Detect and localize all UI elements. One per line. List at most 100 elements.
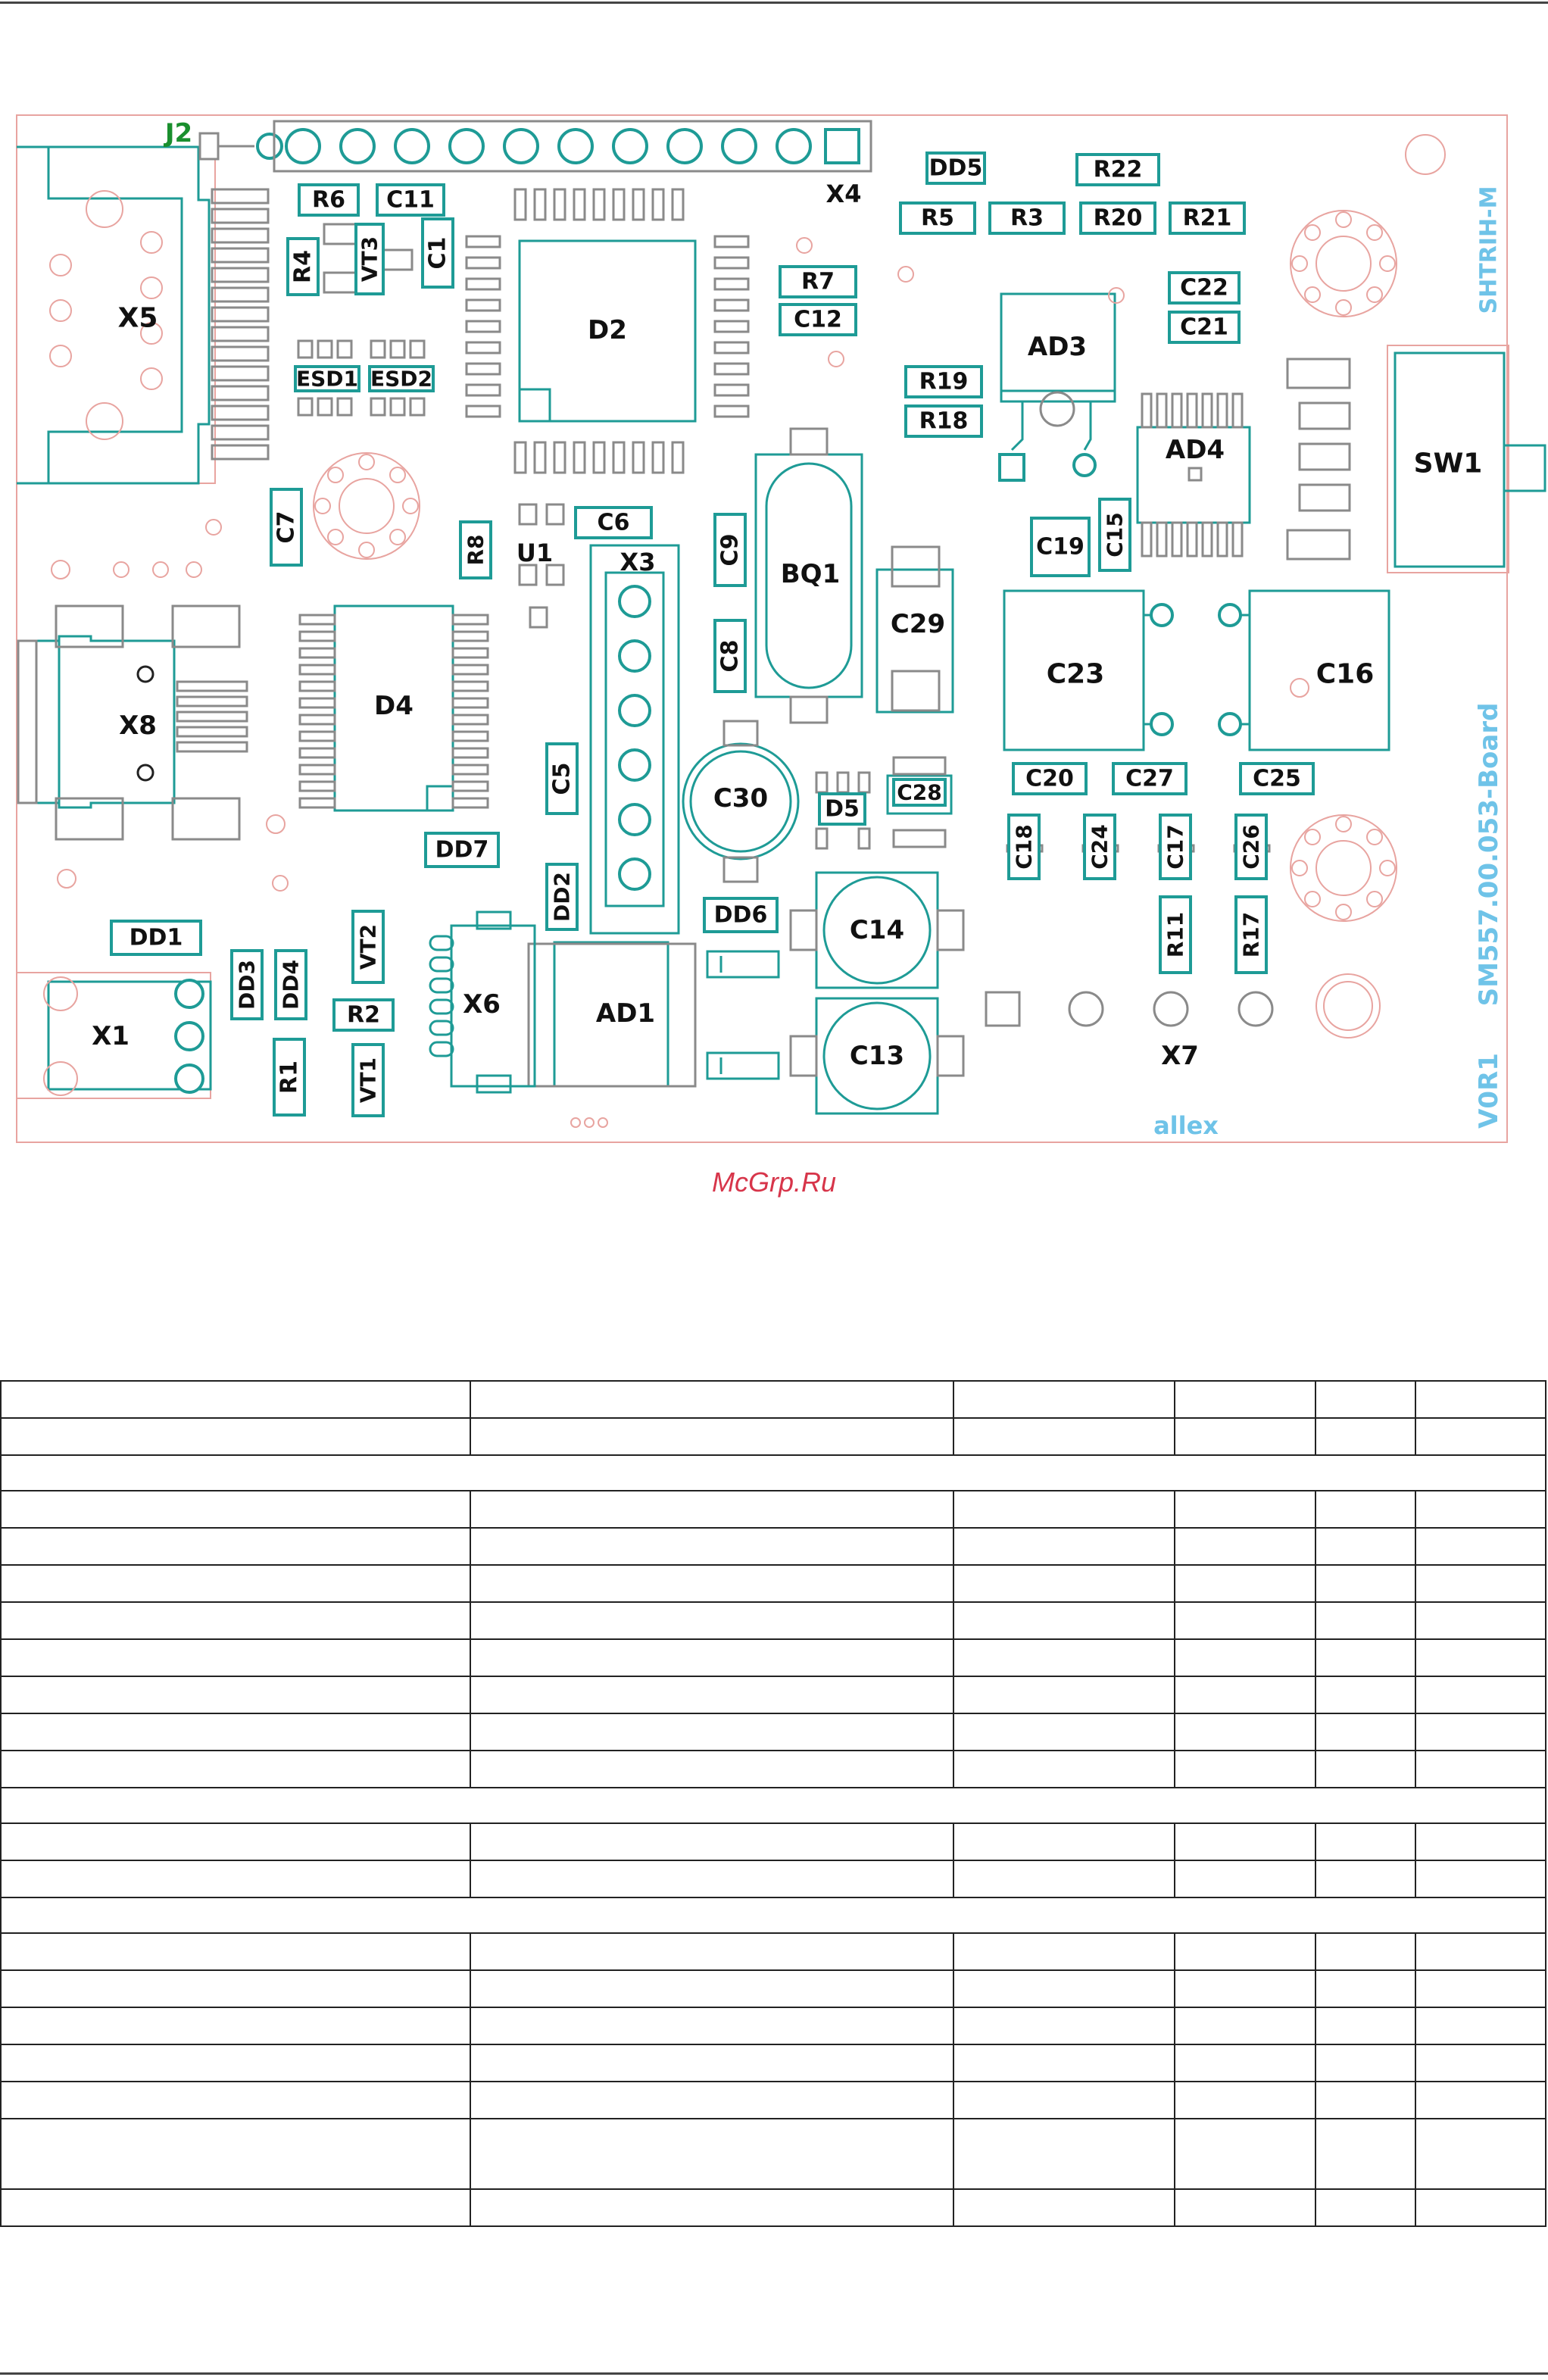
label-c5: C5 bbox=[549, 763, 576, 795]
label-bq1: BQ1 bbox=[781, 559, 840, 589]
component-box-c5 bbox=[545, 742, 579, 815]
component-c5: C5 bbox=[545, 742, 579, 815]
label-c7: C7 bbox=[273, 511, 300, 544]
label-c1: C1 bbox=[425, 237, 451, 270]
label-dd4: DD4 bbox=[279, 960, 304, 1010]
label-ad4: AD4 bbox=[1166, 435, 1225, 465]
component-c27: C27 bbox=[1112, 762, 1188, 795]
label-vt1: VT1 bbox=[356, 1057, 381, 1103]
component-box-c22 bbox=[1168, 271, 1241, 305]
component-r21: R21 bbox=[1169, 201, 1246, 235]
label-esd2: ESD2 bbox=[370, 367, 432, 392]
table-row bbox=[0, 1676, 1546, 1714]
component-box-r20 bbox=[1079, 201, 1156, 235]
component-x6: X6 bbox=[463, 989, 501, 1020]
label-c17: C17 bbox=[1163, 824, 1188, 870]
switch-cutout bbox=[1387, 345, 1509, 573]
bill-of-materials-table bbox=[0, 1380, 1546, 2227]
component-c13: C13 bbox=[850, 1041, 904, 1071]
table-cell bbox=[1415, 1417, 1546, 1456]
table-cell bbox=[470, 1380, 954, 1419]
component-r7: R7 bbox=[779, 265, 857, 298]
component-box-dd4 bbox=[274, 949, 307, 1020]
component-box-r21 bbox=[1169, 201, 1246, 235]
component-box-dd7 bbox=[424, 832, 500, 868]
label-r11: R11 bbox=[1163, 912, 1188, 958]
component-box-vt1 bbox=[351, 1043, 385, 1117]
u1-pads bbox=[518, 503, 565, 629]
component-ad4: AD4 bbox=[1166, 435, 1225, 465]
component-box-c27 bbox=[1112, 762, 1188, 795]
label-x5: X5 bbox=[118, 303, 158, 334]
component-r6: R6 bbox=[298, 183, 360, 217]
label-r2: R2 bbox=[347, 1002, 380, 1029]
table-cell bbox=[1174, 1380, 1316, 1419]
label-c11: C11 bbox=[386, 187, 435, 214]
component-box-c9 bbox=[713, 513, 747, 587]
component-box-c20 bbox=[1012, 762, 1088, 795]
c16-capacitor bbox=[1218, 589, 1390, 751]
table-row bbox=[0, 2081, 1546, 2119]
label-d2: D2 bbox=[588, 315, 627, 345]
component-ad3: AD3 bbox=[1028, 332, 1087, 362]
label-dd5: DD5 bbox=[929, 155, 983, 182]
esd-pads bbox=[297, 223, 426, 417]
label-d5: D5 bbox=[825, 796, 860, 823]
watermark-text: McGrp.Ru bbox=[711, 1167, 837, 1198]
table-row bbox=[0, 1822, 1546, 1861]
component-c16: C16 bbox=[1316, 659, 1375, 690]
component-box-vt3 bbox=[354, 223, 385, 295]
component-box-dd3 bbox=[230, 949, 264, 1020]
component-box-r3 bbox=[988, 201, 1066, 235]
table-row bbox=[0, 1969, 1546, 2008]
component-box-c12 bbox=[779, 303, 857, 336]
component-c25: C25 bbox=[1239, 762, 1315, 795]
component-c29: C29 bbox=[891, 609, 945, 639]
table-cell bbox=[1415, 1380, 1546, 1419]
component-c7: C7 bbox=[270, 488, 303, 567]
component-vt3: VT3 bbox=[354, 223, 385, 295]
component-vt1: VT1 bbox=[351, 1043, 385, 1117]
d2-ic bbox=[465, 188, 750, 474]
c29-capacitor bbox=[875, 545, 954, 714]
x6-connector bbox=[429, 910, 536, 1094]
table-row bbox=[0, 1564, 1546, 1603]
component-box-dd5 bbox=[925, 151, 986, 185]
label-r3: R3 bbox=[1010, 205, 1044, 232]
component-c11: C11 bbox=[376, 183, 445, 217]
component-box-d5 bbox=[818, 792, 866, 826]
component-bq1: BQ1 bbox=[781, 559, 840, 589]
component-box-r7 bbox=[779, 265, 857, 298]
component-r18: R18 bbox=[904, 404, 983, 438]
component-c15: C15 bbox=[1098, 498, 1131, 572]
c14-capacitor bbox=[789, 871, 965, 989]
mount-ring-top bbox=[1290, 210, 1397, 317]
component-box-vt2 bbox=[351, 910, 385, 984]
label-u1: U1 bbox=[517, 539, 553, 567]
label-r18: R18 bbox=[919, 408, 969, 435]
component-c19: C19 bbox=[1030, 517, 1091, 577]
component-box-c17 bbox=[1159, 814, 1192, 880]
vias bbox=[51, 237, 1125, 1128]
label-c6: C6 bbox=[598, 510, 630, 536]
component-u1: U1 bbox=[517, 539, 553, 567]
component-r4: R4 bbox=[286, 237, 320, 296]
label-r6: R6 bbox=[312, 187, 345, 214]
x7-connector bbox=[985, 973, 1381, 1039]
component-box-c19 bbox=[1030, 517, 1091, 577]
label-c8: C8 bbox=[717, 640, 744, 673]
label-r8: R8 bbox=[463, 534, 488, 565]
component-dd6: DD6 bbox=[703, 897, 779, 933]
ad3-regulator bbox=[998, 292, 1116, 482]
c13-capacitor bbox=[789, 997, 965, 1115]
label-dd2: DD2 bbox=[550, 872, 575, 922]
table-section-row bbox=[0, 1454, 1546, 1491]
label-c12: C12 bbox=[794, 307, 842, 333]
label-x7: X7 bbox=[1161, 1041, 1199, 1071]
component-box-c25 bbox=[1239, 762, 1315, 795]
table-row bbox=[0, 2044, 1546, 2082]
table-section-row bbox=[0, 1897, 1546, 1934]
label-esd1: ESD1 bbox=[296, 367, 358, 392]
component-box-c1 bbox=[421, 217, 454, 289]
c23-capacitor bbox=[1003, 589, 1174, 751]
